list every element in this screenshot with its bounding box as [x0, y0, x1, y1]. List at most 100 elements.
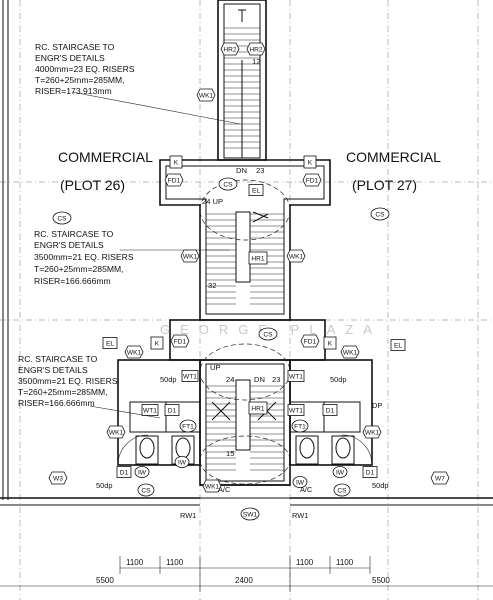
- tag-cs-text: CS: [263, 332, 273, 339]
- tag-cs-text: CS: [223, 182, 233, 189]
- tag-wk1: WK1: [286, 249, 306, 263]
- tag-wk1-text: WK1: [365, 430, 380, 437]
- tag-k-text: K: [155, 341, 160, 348]
- leader-lines: [71, 91, 241, 419]
- tag-fd1-text: FD1: [304, 339, 317, 346]
- tag-wt1: WT1: [181, 370, 199, 382]
- tag-wt1-text: WT1: [289, 374, 303, 381]
- tag-el: EL: [248, 184, 264, 196]
- dimension-1100-a: 1100: [126, 558, 144, 567]
- tag-el-text: EL: [106, 341, 114, 348]
- tag-cs-text: CS: [337, 488, 347, 495]
- tag-ft1: FT1: [291, 419, 309, 433]
- label-ac: A/C: [300, 485, 313, 494]
- tag-hr2: HR2: [246, 42, 266, 56]
- stair-number-15: 15: [226, 449, 234, 458]
- tag-k: K: [169, 155, 183, 169]
- upper-stair-core: [217, 0, 267, 161]
- middle-stair-core: [159, 159, 331, 321]
- note-bottom-line-3: 3500mm=21 EQ. RISERS: [18, 376, 118, 386]
- tag-hr2: HR2: [220, 42, 240, 56]
- tag-cs: CS: [218, 177, 238, 191]
- label-dp50: 50dp: [160, 375, 176, 384]
- tag-hr1: HR1: [248, 251, 268, 265]
- tag-wk1-text: WK1: [205, 484, 220, 491]
- note-top-line-5: RISER=173.913mm: [35, 86, 112, 96]
- tag-wt1: WT1: [287, 370, 305, 382]
- note-top-line-1: RC. STAIRCASE TO: [35, 42, 115, 52]
- stair-number-12: 12: [252, 57, 260, 66]
- tag-fd1-text: FD1: [168, 178, 181, 185]
- tag-wt1-text: WT1: [143, 408, 157, 415]
- label-ac: A/C: [218, 485, 231, 494]
- dimension-1100-d: 1100: [336, 558, 354, 567]
- tag-wk1: WK1: [362, 425, 382, 439]
- tag-cs-text: CS: [375, 212, 385, 219]
- note-middle-line-2: ENGR'S DETAILS: [34, 240, 104, 250]
- note-top-line-4: T=260+25mm=285MM,: [35, 75, 125, 85]
- dimension-5500-left: 5500: [96, 576, 114, 585]
- dimension-5500-right: 5500: [372, 576, 390, 585]
- tag-fd1: FD1: [302, 173, 322, 187]
- tag-wk1: WK1: [106, 425, 126, 439]
- tag-wk1-text: WK1: [343, 350, 358, 357]
- label-rw1: RW1: [180, 511, 196, 520]
- note-top-line-3: 4000mm=23 EQ. RISERS: [35, 64, 135, 74]
- stair-number-32: 32: [208, 281, 216, 290]
- plot-26-label: (PLOT 26): [60, 177, 125, 193]
- tag-fd1: FD1: [164, 173, 184, 187]
- stair-number-24: 24: [226, 375, 234, 384]
- tag-w3: W3: [48, 471, 68, 485]
- tag-ft1-text: FT1: [182, 424, 194, 431]
- tag-k: K: [150, 336, 164, 350]
- tag-cs: CS: [137, 483, 155, 497]
- tag-wt1: WT1: [287, 404, 305, 416]
- tag-wk1-text: WK1: [289, 254, 304, 261]
- tag-sw1: SW1: [240, 507, 260, 521]
- tag-wk1: WK1: [196, 88, 216, 102]
- tag-ft1-text: FT1: [294, 424, 306, 431]
- tag-fd1: FD1: [300, 334, 320, 348]
- tag-wk1-text: WK1: [109, 430, 124, 437]
- note-bottom-line-5: RISER=166.666mm: [18, 398, 95, 408]
- note-middle-line-4: T=260+25mm=285MM,: [34, 264, 124, 274]
- tag-d1: D1: [322, 404, 338, 416]
- tag-wk1: WK1: [124, 345, 144, 359]
- tag-el-text: EL: [394, 343, 402, 350]
- note-middle: RC. STAIRCASE TO ENGR'S DETAILS 3500mm=2…: [34, 229, 134, 286]
- tag-wk1-text: WK1: [183, 254, 198, 261]
- tag-wk1: WK1: [202, 479, 222, 493]
- tag-w3-text: W3: [53, 476, 63, 483]
- plot-27-label: (PLOT 27): [352, 177, 417, 193]
- stair-dn-label-lower: DN: [254, 375, 265, 384]
- dimension-1100-b: 1100: [166, 558, 184, 567]
- tag-el: EL: [390, 339, 406, 351]
- note-bottom: RC. STAIRCASE TO ENGR'S DETAILS 3500mm=2…: [18, 354, 118, 408]
- note-bottom-line-4: T=260+25mm=285MM,: [18, 387, 108, 397]
- tag-d1-text: D1: [168, 408, 177, 415]
- tag-iw-text: IW: [178, 460, 187, 467]
- tag-iw-text: IW: [336, 470, 345, 477]
- tag-iw: IW: [292, 476, 308, 488]
- tag-cs-text: CS: [141, 488, 151, 495]
- tag-hr1-text: HR1: [251, 256, 265, 263]
- note-bottom-line-1: RC. STAIRCASE TO: [18, 354, 98, 364]
- tag-k: K: [303, 155, 317, 169]
- dimension-1100-c: 1100: [296, 558, 314, 567]
- note-top-line-2: ENGR'S DETAILS: [35, 53, 105, 63]
- tag-hr2-text: HR2: [249, 47, 263, 54]
- tag-k: K: [323, 336, 337, 350]
- tag-fd1: FD1: [170, 334, 190, 348]
- tag-cs: CS: [258, 327, 278, 341]
- tag-wk1-text: WK1: [199, 93, 214, 100]
- tag-iw-text: IW: [296, 480, 305, 487]
- tag-d1-text: D1: [120, 470, 129, 477]
- tag-d1-text: D1: [366, 470, 375, 477]
- commercial-left-title: COMMERCIAL: [58, 149, 153, 165]
- dimension-2400: 2400: [235, 576, 253, 585]
- tag-w7: W7: [430, 471, 450, 485]
- tag-wk1-text: WK1: [127, 350, 142, 357]
- stair-up-label: UP: [210, 363, 221, 372]
- tag-iw: IW: [134, 466, 150, 478]
